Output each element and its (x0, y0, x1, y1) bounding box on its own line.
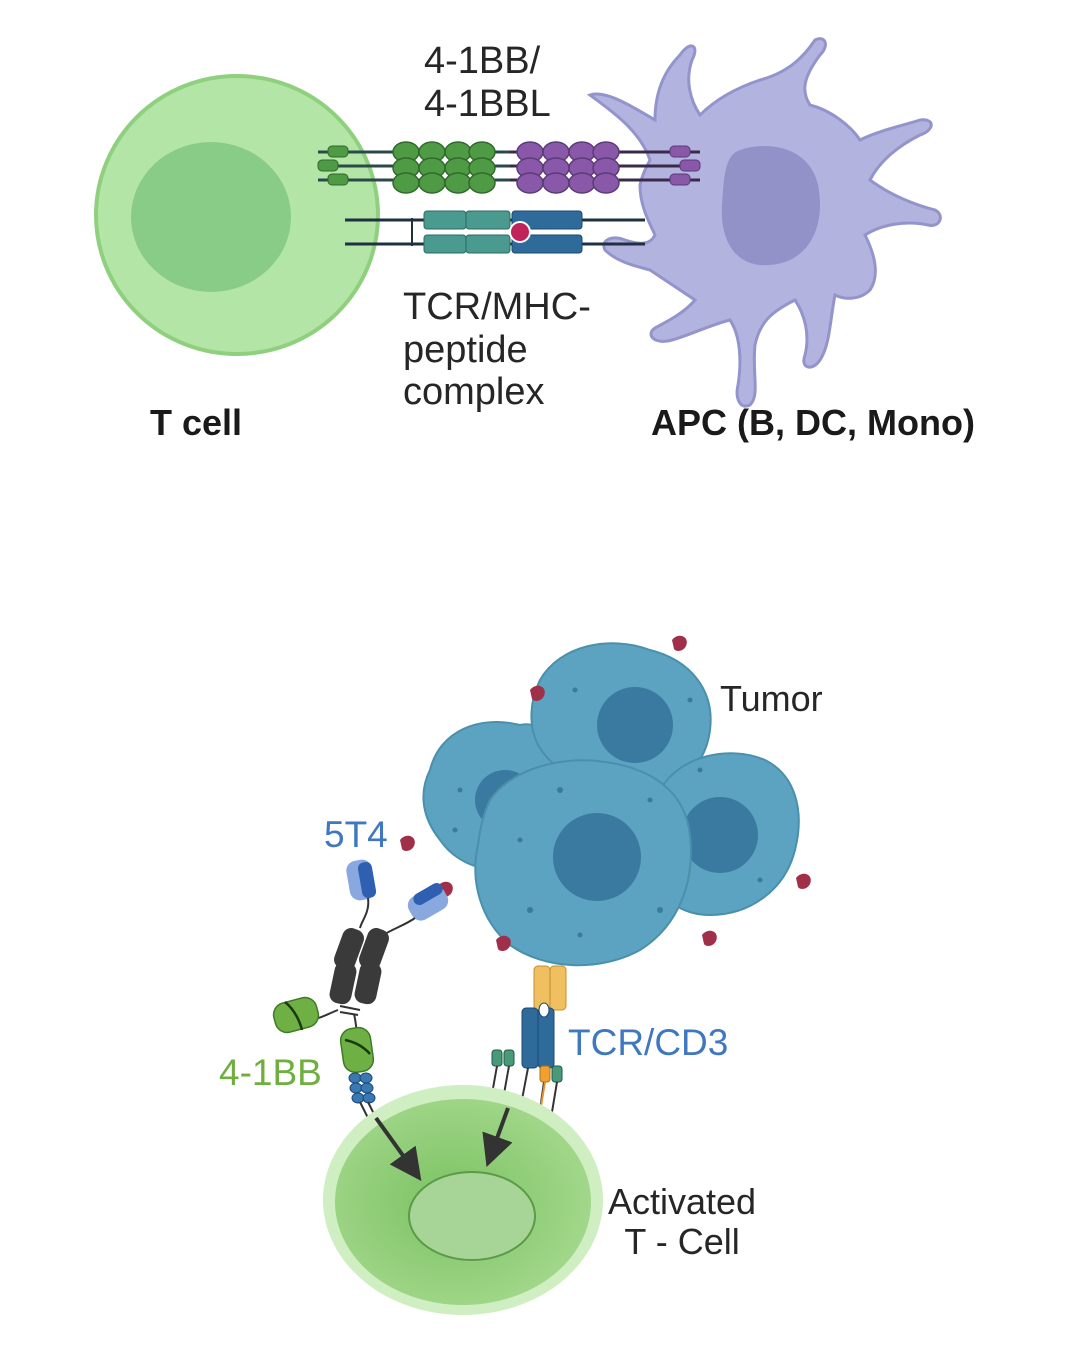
4-1bb-label: 4-1BB (219, 1052, 322, 1093)
costim-label-line2: 4-1BBL (424, 82, 551, 125)
tcr-mhc-label-line3: complex (403, 371, 545, 414)
t-cell (94, 74, 380, 356)
apc-label: APC (B, DC, Mono) (651, 402, 975, 443)
activated-t-cell (323, 1085, 603, 1315)
tcr-mhc-complex (345, 210, 645, 254)
4-1bb-receptor-bottom (348, 1072, 383, 1131)
activated-label-line1: Activated (608, 1181, 757, 1222)
tcr-mhc-label-line2: peptide (403, 328, 528, 371)
activated-label-line2: T - Cell (624, 1221, 740, 1263)
tcr-mhc-label-line1: TCR/MHC- (403, 286, 591, 328)
apc-cell (586, 37, 942, 408)
4-1bb-receptor (317, 141, 510, 194)
costim-label-line1: 4-1BB/ (424, 40, 541, 82)
5t4-label: 5T4 (324, 814, 388, 855)
tumor-cluster (422, 642, 800, 967)
bispecific-antibody (272, 859, 449, 1074)
tumor-label: Tumor (720, 678, 823, 719)
peptide (509, 221, 531, 243)
4-1bbl-ligand (510, 141, 701, 194)
t-cell-label: T cell (150, 402, 243, 443)
tcr-cd3-label: TCR/CD3 (568, 1022, 729, 1063)
signal-arrows (374, 1107, 513, 1181)
